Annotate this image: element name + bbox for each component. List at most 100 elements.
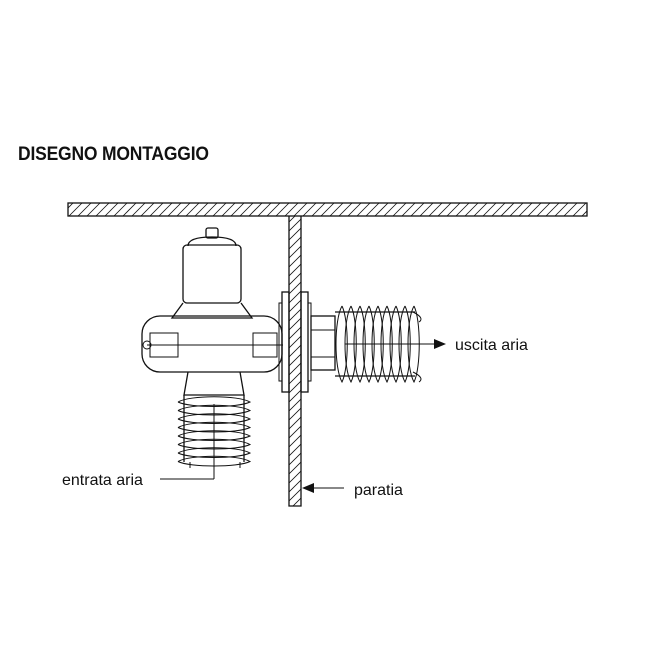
hatch-line — [77, 203, 92, 216]
hatch-line — [482, 203, 497, 216]
hatch-line — [365, 203, 380, 216]
hatch-line — [131, 203, 146, 216]
hatch-line — [257, 203, 272, 216]
hatch-line — [311, 203, 326, 216]
hatch-line — [289, 407, 301, 421]
hatch-line — [289, 398, 301, 412]
hatch-line — [320, 203, 335, 216]
inlet-leader — [160, 404, 215, 480]
hatch-line — [356, 203, 371, 216]
hatch-line — [104, 203, 119, 216]
hatch-line — [289, 326, 301, 340]
hatch-line — [289, 263, 301, 277]
hatch-line — [289, 443, 301, 457]
hatch-line — [392, 203, 407, 216]
hatch-line — [500, 203, 515, 216]
hatch-line — [289, 290, 301, 304]
hatch-line — [401, 203, 416, 216]
hatch-line — [167, 203, 182, 216]
hatch-line — [289, 507, 301, 519]
hatch-line — [289, 461, 301, 475]
hatch-line — [554, 203, 569, 216]
hatch-line — [289, 218, 301, 232]
hatch-line — [289, 353, 301, 367]
hatch-line — [68, 203, 83, 216]
hatch-line — [347, 203, 362, 216]
valve-cap — [170, 227, 254, 319]
inlet-hose — [177, 395, 252, 468]
hatch-line — [158, 203, 173, 216]
hatch-line — [581, 210, 587, 216]
hatch-line — [473, 203, 488, 216]
hatch-line — [289, 236, 301, 250]
ceiling-plate — [67, 202, 588, 217]
outlet-arrow — [345, 339, 446, 349]
hatch-line — [266, 203, 281, 216]
hatch-line — [289, 344, 301, 358]
hatch-line — [239, 203, 254, 216]
hatch-line — [293, 203, 308, 216]
hatch-line — [289, 434, 301, 448]
hatch-line — [221, 203, 236, 216]
hatch-line — [289, 254, 301, 268]
hatch-line — [289, 516, 301, 528]
hatch-line — [185, 203, 200, 216]
hatch-line — [289, 479, 301, 493]
hatch-line — [289, 470, 301, 484]
hatch-line — [86, 203, 101, 216]
hatch-line — [203, 203, 218, 216]
hatch-line — [338, 203, 353, 216]
hatch-line — [289, 362, 301, 376]
inlet-label: entrata aria — [62, 472, 143, 489]
hatch-line — [419, 203, 434, 216]
hatch-line — [289, 380, 301, 394]
hatch-line — [374, 203, 389, 216]
hatch-line — [194, 203, 209, 216]
hatch-line — [289, 452, 301, 466]
hatch-line — [289, 389, 301, 403]
outlet-hose — [335, 305, 422, 384]
hatch-line — [289, 272, 301, 286]
hatch-line — [289, 416, 301, 430]
hatch-line — [230, 203, 245, 216]
hatch-line — [275, 203, 290, 216]
hatch-line — [176, 203, 191, 216]
hatch-line — [428, 203, 443, 216]
hatch-line — [289, 299, 301, 313]
hatch-line — [140, 203, 155, 216]
diagram-title: DISEGNO MONTAGGIO — [18, 144, 209, 165]
valve-body — [141, 315, 283, 396]
hatch-line — [289, 371, 301, 385]
hatch-line — [95, 203, 110, 216]
hatch-line — [464, 203, 479, 216]
hatch-line — [289, 488, 301, 502]
hatch-line — [149, 203, 164, 216]
hatch-line — [527, 203, 542, 216]
hatch-line — [284, 203, 299, 216]
outlet-fitting — [310, 315, 336, 371]
hose-coil — [177, 455, 252, 467]
hatch-line — [289, 317, 301, 331]
bulkhead-wall — [288, 216, 302, 528]
hatch-line — [248, 203, 263, 216]
hatch-line — [572, 203, 587, 216]
hatch-line — [491, 203, 506, 216]
hatch-line — [68, 203, 74, 209]
hose-coil — [407, 305, 420, 384]
hatch-line — [437, 203, 452, 216]
hatch-line — [113, 203, 128, 216]
hatch-line — [289, 216, 296, 223]
hatch-line — [289, 245, 301, 259]
bulkhead-arrow — [302, 483, 344, 493]
hatch-line — [455, 203, 470, 216]
hatch-line — [289, 335, 301, 349]
hatch-line — [410, 203, 425, 216]
hatch-line — [302, 203, 317, 216]
hatch-line — [292, 497, 301, 506]
outlet-label: uscita aria — [455, 337, 528, 354]
hatch-line — [212, 203, 227, 216]
hatch-line — [563, 203, 578, 216]
hatch-line — [509, 203, 524, 216]
